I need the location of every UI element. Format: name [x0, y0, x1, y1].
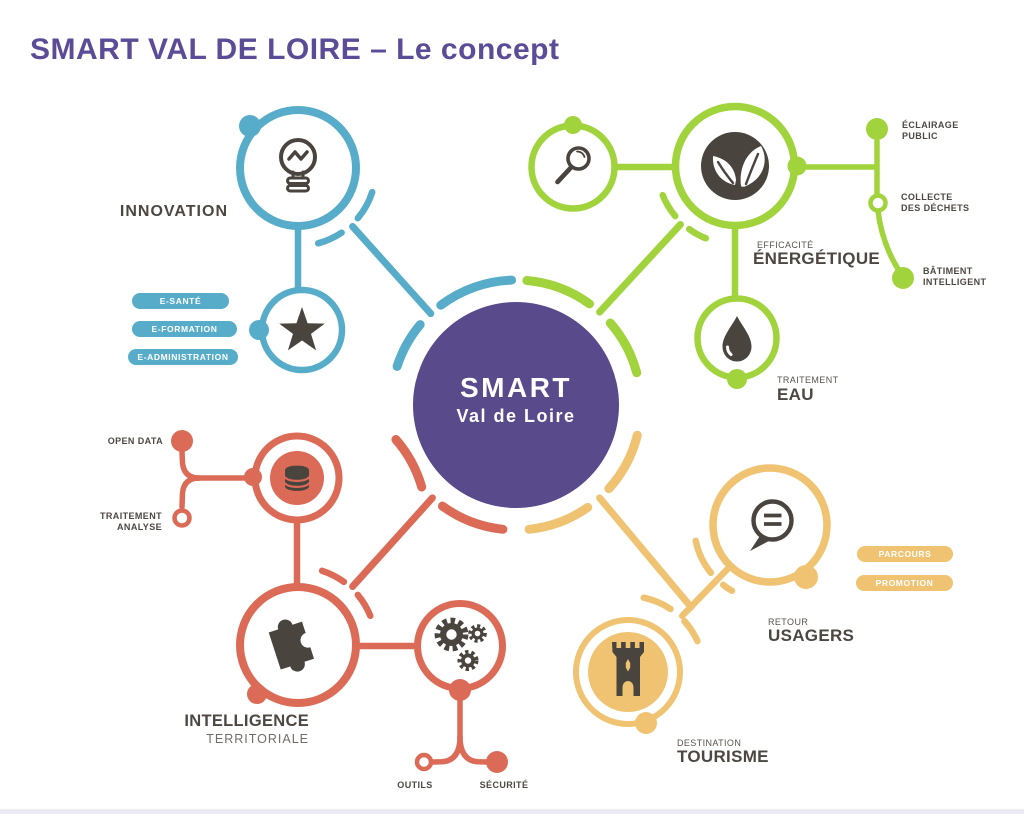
- hub-arc-blue: [392, 320, 425, 371]
- innovation-orbit-arc: [314, 229, 345, 247]
- water-pretitle: TRAITEMENT: [777, 375, 839, 385]
- territory-label: INTELLIGENCE: [184, 712, 309, 730]
- node-dot: [249, 320, 269, 340]
- outils-dot: [414, 752, 434, 772]
- page-title: SMART VAL DE LOIRE – Le concept: [30, 33, 560, 66]
- energy-pretitle: EFFICACITÉ: [757, 240, 814, 250]
- pill-e-formation: E-FORMATION: [132, 321, 237, 337]
- securite-label: SÉCURITÉ: [479, 780, 529, 790]
- water-label: EAU: [777, 385, 814, 404]
- leaf-disc: [701, 132, 769, 200]
- tourism-cluster: [573, 464, 831, 734]
- tourism-label: TOURISME: [677, 747, 769, 766]
- central-circle: [413, 302, 619, 508]
- territory-orbit-arc: [354, 591, 374, 620]
- analysis-dot: [172, 508, 192, 528]
- energy-cluster: [528, 102, 914, 389]
- node-dot: [727, 369, 747, 389]
- open-data-dot: [171, 430, 193, 452]
- node-dot: [449, 679, 471, 701]
- footer-strip: [0, 809, 1024, 814]
- territory-sublabel: TERRITORIALE: [206, 732, 309, 746]
- puzzle-icon: [268, 619, 315, 672]
- node-dot: [244, 468, 262, 486]
- hub-arc-green: [522, 276, 594, 309]
- castle-ring: [573, 617, 683, 727]
- magnifier-icon: [555, 146, 591, 185]
- central-subtitle: Val de Loire: [456, 406, 576, 426]
- hub-arc-red: [391, 435, 427, 492]
- tourism-pretitle: DESTINATION: [677, 738, 742, 748]
- pill-e-sante: E-SANTÉ: [132, 293, 229, 309]
- territory-orbit-arc: [318, 567, 348, 586]
- branch-analysis: [179, 475, 202, 510]
- speech-orbit-arc: [719, 581, 736, 595]
- connector-energy-center: [596, 221, 684, 316]
- eclairage-dot: [866, 118, 888, 140]
- hub-arc-red: [438, 501, 508, 534]
- territory-cluster: [171, 430, 508, 773]
- speech-bubble-icon: [750, 499, 794, 551]
- puzzle-ring: [236, 583, 360, 707]
- leaf-icon: [712, 146, 765, 187]
- castle-orbit-arc: [681, 617, 701, 645]
- branch-diagonal: [875, 208, 901, 272]
- batiment-dot: [892, 267, 914, 289]
- castle-orbit-arc: [640, 594, 674, 613]
- branch-securite: [457, 734, 490, 765]
- collecte-label: COLLECTE DES DÉCHETS: [901, 192, 970, 213]
- energy-orbit-arc: [659, 191, 679, 220]
- hub-arc-yellow: [524, 502, 593, 534]
- star-icon: [279, 307, 325, 351]
- energy-label: ÉNERGÉTIQUE: [753, 249, 881, 268]
- hub-arc-yellow: [604, 430, 642, 494]
- pill-e-administration: E-ADMINISTRATION: [128, 349, 238, 365]
- branch-outils: [430, 734, 463, 765]
- gears-icon: [434, 617, 487, 671]
- batiment-label: BÂTIMENT INTELLIGENT: [923, 266, 987, 287]
- connector-center-junction: [596, 494, 695, 611]
- node-dot: [564, 116, 582, 134]
- node-dot: [247, 684, 267, 704]
- water-drop-icon: [722, 316, 752, 362]
- users-pretitle: RETOUR: [768, 617, 809, 627]
- node-dot: [635, 712, 657, 734]
- securite-dot: [486, 751, 508, 773]
- energy-orbit-arc: [685, 225, 710, 242]
- connector-territory-center: [349, 494, 436, 590]
- castle-tower-icon: [612, 642, 644, 696]
- node-dot: [239, 115, 261, 137]
- speech-orbit-arc: [692, 537, 715, 577]
- connector-castle-speech: [678, 566, 731, 620]
- pill-parcours: PARCOURS: [857, 546, 953, 562]
- hub-arc-blue: [436, 275, 517, 310]
- database-icon: [283, 465, 311, 491]
- gears-ring: [414, 600, 506, 692]
- innovation-cluster: [236, 106, 435, 374]
- branch-open-data: [179, 449, 202, 481]
- central-title: SMART: [459, 372, 573, 403]
- collecte-dot: [868, 193, 888, 213]
- innovation-orbit-arc: [354, 188, 376, 222]
- connector-innovation-center: [349, 223, 435, 318]
- open-data-label: OPEN DATA: [107, 436, 163, 446]
- lightbulb-ring: [236, 106, 360, 230]
- eclairage-label: ÉCLAIRAGE PUBLIC: [902, 120, 959, 141]
- node-dot: [794, 565, 818, 589]
- analysis-label: TRAITEMENT ANALYSE: [100, 511, 162, 532]
- pill-promotion: PROMOTION: [856, 575, 953, 591]
- node-dot: [787, 156, 807, 176]
- lightbulb-icon: [279, 138, 317, 193]
- speech-ring: [709, 464, 831, 586]
- central-hub: [391, 275, 642, 534]
- innovation-label: INNOVATION: [119, 203, 228, 220]
- users-label: USAGERS: [768, 626, 855, 645]
- outils-label: OUTILS: [397, 780, 433, 790]
- hub-arc-green: [605, 318, 642, 378]
